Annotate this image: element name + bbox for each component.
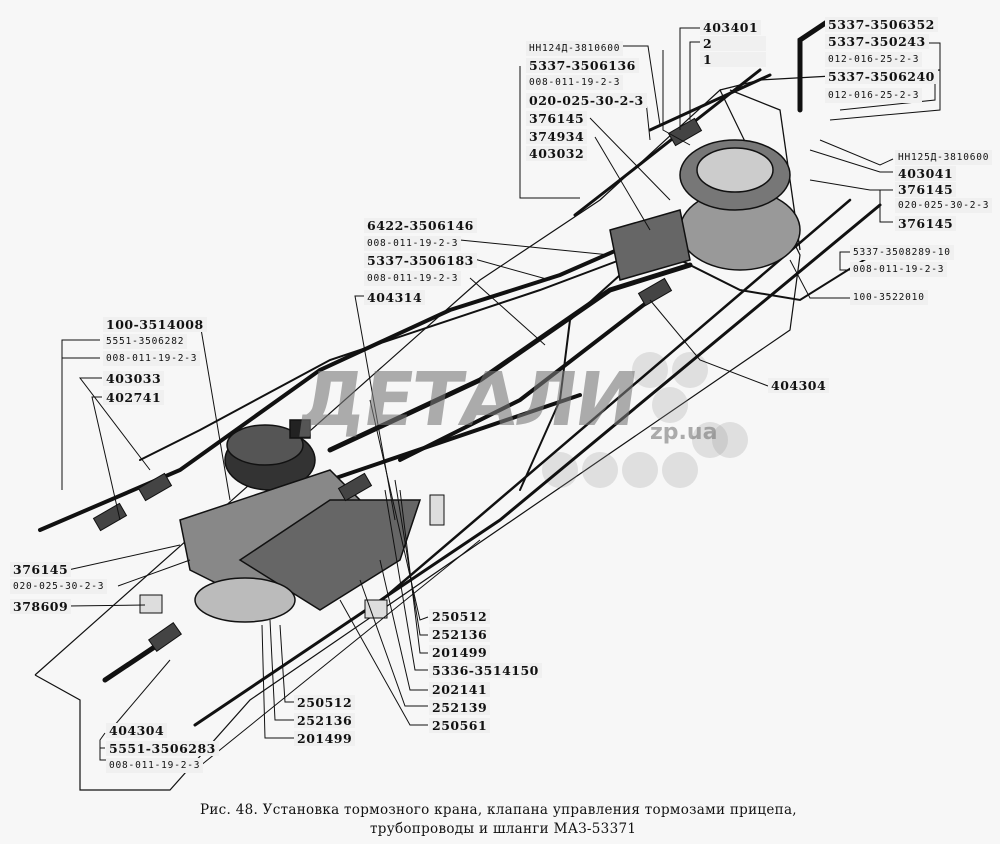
part-label: 202141 [429,682,491,697]
part-label: 250512 [294,695,356,710]
pipe [328,393,582,482]
watermark-text: ДЕТАЛИ [293,357,642,443]
part-label: 100-3514008 [103,317,207,332]
part-label: 5336-3514150 [429,663,542,678]
part-label: 100-3522010 [850,290,928,305]
figure-caption-line2: трубопроводы и шланги МАЗ-53371 [370,821,637,837]
part-label: 008-011-19-2-3 [850,262,948,277]
part-label: 403033 [103,371,165,386]
part-label: 5337-3506183 [364,253,477,268]
part-label: 403041 [895,166,957,181]
brake-valve-body [179,419,422,623]
watermark-domain: zp.ua [650,420,718,445]
pipe [139,259,621,461]
figure-caption-line1: Рис. 48. Установка тормозного крана, кла… [200,802,797,818]
pipe [648,73,772,132]
part-label: 376145 [526,111,588,126]
part-label: НН125Д-3810600 [895,150,993,165]
part-label: 378609 [10,599,72,614]
part-label: 403032 [526,146,588,161]
part-label: НН124Д-3810600 [526,41,624,56]
pipe [193,203,882,727]
part-label: 250512 [429,609,491,624]
pipe [797,17,833,113]
part-label: 376145 [895,216,957,231]
part-label: 5337-350243 [825,34,929,49]
part-label: 008-011-19-2-3 [364,271,462,286]
part-label: 008-011-19-2-3 [106,758,204,773]
part-label: 404304 [768,378,830,393]
part-label: 404314 [364,290,426,305]
part-label: 020-025-30-2-3 [526,93,647,108]
part-label: 376145 [10,562,72,577]
part-label: 5337-3506240 [825,69,938,84]
part-label: 5551-3506282 [103,334,188,349]
part-label: 020-025-30-2-3 [10,579,108,594]
part-label: 008-011-19-2-3 [526,75,624,90]
pipe [659,249,881,302]
part-label: 402741 [103,390,165,405]
part-label: 201499 [294,731,356,746]
part-label: 012-016-25-2-3 [825,52,923,67]
part-label: 2 [700,36,766,51]
part-label: 403401 [700,20,762,35]
part-label: 020-025-30-2-3 [895,198,993,213]
pipe [398,298,652,462]
part-label: 376145 [895,182,957,197]
part-label: 5551-3506283 [106,741,219,756]
pipe [368,198,852,612]
part-label: 252136 [294,713,356,728]
part-label: 250561 [429,718,491,733]
part-label: 6422-3506146 [364,218,477,233]
part-label: 201499 [429,645,491,660]
part-label: 008-011-19-2-3 [103,351,201,366]
pipe [327,262,693,453]
trailer-valve-body [609,139,801,281]
part-label: 5337-3506136 [526,58,639,73]
part-label: 008-011-19-2-3 [364,236,462,251]
part-label: 252136 [429,627,491,642]
part-label: 374934 [526,129,588,144]
part-label: 5337-3508289-10 [850,245,954,260]
part-label: 012-016-25-2-3 [825,88,923,103]
part-label: 252139 [429,700,491,715]
part-label: 1 [700,52,766,67]
frame-member [34,89,801,791]
part-label: 5337-3506352 [825,17,938,32]
part-label: 404304 [106,723,168,738]
pipe [519,274,621,491]
